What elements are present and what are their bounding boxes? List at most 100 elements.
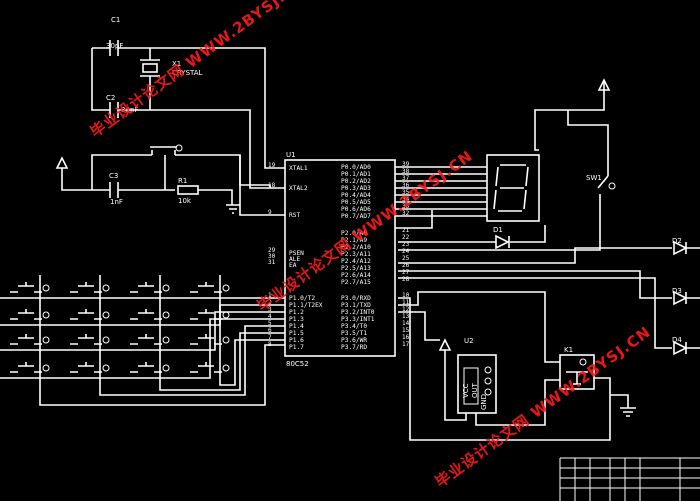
reset-circuit: C3 1nF R1 10k — [55, 144, 285, 216]
keypad-button — [190, 362, 222, 373]
c1-ref: C1 — [111, 16, 120, 24]
u1-pin-name: ALE — [289, 256, 300, 263]
u1-pin-name: P1.0/T2 — [289, 295, 315, 302]
u1-pin-name: P3.7/RD — [341, 344, 367, 351]
u1-pin-name: P1.2 — [289, 309, 304, 316]
x1-value: CRYSTAL — [172, 69, 203, 77]
u1-pin-name: P1.6 — [289, 337, 304, 344]
u1-pin-name: P0.1/AD1 — [341, 171, 371, 178]
u1-pin-name: P3.1/TXD — [341, 302, 371, 309]
keypad-button — [70, 309, 102, 320]
keypad-button — [130, 362, 162, 373]
u1-pin-number: 7 — [268, 334, 272, 341]
c2-value: 30pF — [121, 106, 138, 114]
u2-gnd: GND — [480, 394, 488, 410]
keypad-button-node — [42, 284, 50, 292]
u1-pin-number: 17 — [402, 341, 410, 348]
keypad-button — [70, 334, 102, 345]
keypad-button-node — [222, 284, 230, 292]
u1-pin-number: 25 — [402, 255, 410, 262]
keypad-button — [190, 334, 222, 345]
u1-pin-name: P3.3/INT1 — [341, 316, 375, 323]
sw1-d1-circuit: SW1 D1 — [398, 78, 616, 251]
keypad-button-node — [222, 336, 230, 344]
keypad-button-node — [222, 311, 230, 319]
u1-pin-name: P2.5/A13 — [341, 265, 371, 272]
u2-out: OUT — [471, 382, 479, 398]
u1-pin-name: P0.4/AD4 — [341, 192, 371, 199]
keypad-button-node — [42, 336, 50, 344]
u1-pin-name: PSEN — [289, 250, 304, 257]
keypad-button-node — [162, 284, 170, 292]
u1-pin-name: EA — [289, 262, 297, 269]
u1-pin-number: 33 — [402, 203, 410, 210]
u1-pin-number: 39 — [402, 161, 410, 168]
keypad-button — [190, 282, 222, 293]
u1-pin-name: P1.7 — [289, 344, 304, 351]
u1-pin-number: 2 — [268, 299, 272, 306]
u1-pin-number: 31 — [268, 259, 276, 266]
u1-pin-number: 11 — [402, 299, 410, 306]
keypad-button — [10, 282, 42, 293]
u1-pin-number: 3 — [268, 306, 272, 313]
keypad-matrix — [0, 275, 285, 406]
keypad-button — [10, 309, 42, 320]
r1-ref: R1 — [178, 177, 187, 185]
u1-pin-number: 37 — [402, 175, 410, 182]
d4-ref: D4 — [672, 336, 682, 344]
r1-value: 10k — [178, 197, 192, 205]
u1-pin-name: P0.6/AD6 — [341, 206, 371, 213]
u1-pin-name: P2.7/A15 — [341, 279, 371, 286]
c3-ref: C3 — [109, 172, 118, 180]
k1-ref: K1 — [564, 346, 573, 354]
u2-ref: U2 — [464, 337, 474, 345]
u1-pin-number: 26 — [402, 262, 410, 269]
u1-pin-name: RST — [289, 212, 300, 219]
keypad-button — [190, 309, 222, 320]
u1-pin-number: 5 — [268, 320, 272, 327]
u1-pin-number: 12 — [402, 306, 410, 313]
c2-ref: C2 — [106, 94, 115, 102]
keypad-button-node — [42, 311, 50, 319]
u2-vcc: VCC — [462, 383, 470, 398]
u1-pin-number: 34 — [402, 196, 410, 203]
u1-pin-number: 10 — [402, 292, 410, 299]
u1-pin-name: P0.0/AD0 — [341, 164, 371, 171]
keypad-button — [70, 362, 102, 373]
keypad-button-node — [162, 311, 170, 319]
keypad-button — [70, 282, 102, 293]
u1-pin-name: P2.6/A14 — [341, 272, 371, 279]
u1-pin-name: P0.3/AD3 — [341, 185, 371, 192]
u1-pin-name: P2.2/A10 — [341, 244, 371, 251]
u1-pin-name: P1.1/T2EX — [289, 302, 323, 309]
u1-pin-name: P3.6/WR — [341, 337, 367, 344]
u1-pin-number: 14 — [402, 320, 410, 327]
u1-pin-number: 4 — [268, 313, 272, 320]
u1-pin-number: 32 — [402, 210, 410, 217]
u1-pin-number: 22 — [402, 234, 410, 241]
u1-pin-number: 16 — [402, 334, 410, 341]
keypad-button — [130, 282, 162, 293]
c1-value: 30pF — [106, 42, 123, 50]
u1-pin-number: 23 — [402, 241, 410, 248]
keypad-button-node — [162, 364, 170, 372]
u1-pin-number: 30 — [268, 253, 276, 260]
x1-ref: X1 — [172, 60, 181, 68]
d1-ref: D1 — [493, 226, 503, 234]
seven-segment-display — [395, 154, 540, 229]
keypad-button-node — [102, 336, 110, 344]
u1-ref: U1 — [286, 151, 296, 159]
d2-ref: D2 — [672, 237, 682, 245]
keypad-button-node — [222, 364, 230, 372]
u1-pin-number: 19 — [268, 162, 276, 169]
u1-pin-name: P1.3 — [289, 316, 304, 323]
u1-pin-name: P3.2/INT0 — [341, 309, 375, 316]
u1-pin-name: XTAL1 — [289, 165, 308, 172]
u1-pin-number: 9 — [268, 209, 272, 216]
keypad-button — [10, 334, 42, 345]
keypad-button-node — [42, 364, 50, 372]
sw1-ref: SW1 — [586, 174, 602, 182]
